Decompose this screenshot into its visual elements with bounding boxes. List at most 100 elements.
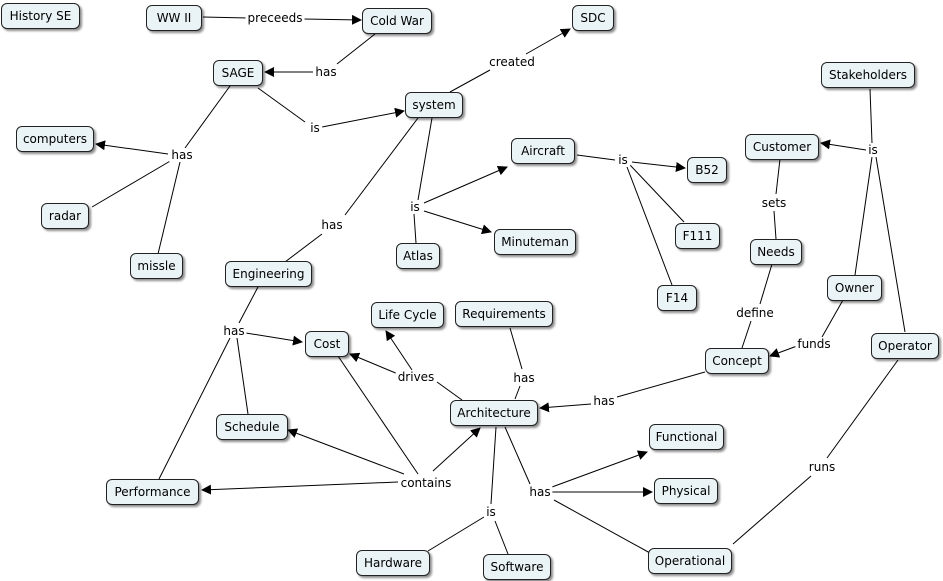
link-line xyxy=(158,337,231,480)
link-label-arch-has: has xyxy=(527,485,553,499)
node-cold-war[interactable]: Cold War xyxy=(362,8,432,34)
link-line xyxy=(245,332,303,346)
link-line xyxy=(238,286,259,324)
link-label-created: created xyxy=(487,55,537,69)
node-f111[interactable]: F111 xyxy=(675,223,720,249)
node-architecture[interactable]: Architecture xyxy=(450,400,538,426)
link-line xyxy=(423,165,508,204)
link-line xyxy=(349,352,399,375)
link-line xyxy=(494,520,509,555)
node-b52[interactable]: B52 xyxy=(687,157,727,183)
link-line xyxy=(504,426,531,485)
link-line xyxy=(436,381,463,401)
link-line xyxy=(184,85,231,149)
node-life-cycle[interactable]: Life Cycle xyxy=(371,302,444,328)
node-physical[interactable]: Physical xyxy=(654,478,718,504)
link-line xyxy=(820,139,867,151)
link-line xyxy=(449,69,491,93)
node-engineering[interactable]: Engineering xyxy=(225,261,312,287)
link-line xyxy=(553,499,651,554)
link-line xyxy=(417,117,433,201)
link-line xyxy=(423,210,492,235)
link-line xyxy=(525,28,571,55)
link-line xyxy=(91,159,173,208)
node-hardware[interactable]: Hardware xyxy=(356,550,430,576)
link-line xyxy=(257,87,306,123)
link-label-stakeholders-is: is xyxy=(866,143,880,157)
link-label-sage-has-parts: has xyxy=(169,148,195,162)
link-line xyxy=(869,88,873,144)
link-line xyxy=(576,154,616,161)
link-line xyxy=(539,402,592,413)
link-label-concept-has: has xyxy=(591,394,617,408)
node-system[interactable]: system xyxy=(405,92,463,118)
node-operational[interactable]: Operational xyxy=(648,548,732,574)
node-schedule[interactable]: Schedule xyxy=(216,414,288,440)
node-owner[interactable]: Owner xyxy=(827,275,882,301)
node-stakeholders[interactable]: Stakeholders xyxy=(821,62,915,88)
link-line xyxy=(769,345,798,358)
node-radar[interactable]: radar xyxy=(41,203,89,229)
link-line xyxy=(337,355,419,475)
node-minuteman[interactable]: Minuteman xyxy=(494,229,576,255)
link-line xyxy=(514,385,521,400)
link-line xyxy=(321,107,405,128)
link-label-runs: runs xyxy=(806,460,838,474)
link-line xyxy=(201,481,399,495)
node-operator[interactable]: Operator xyxy=(871,333,939,359)
link-line xyxy=(854,156,873,276)
link-line xyxy=(287,428,405,475)
link-line xyxy=(631,161,686,172)
link-label-drives: drives xyxy=(395,370,437,384)
node-computers[interactable]: computers xyxy=(16,126,94,152)
node-sage[interactable]: SAGE xyxy=(213,60,263,86)
node-history-se[interactable]: History SE xyxy=(1,3,80,29)
link-label-define: define xyxy=(734,306,776,320)
link-line xyxy=(616,371,706,398)
link-line xyxy=(344,117,419,216)
link-label-sets: sets xyxy=(759,196,789,210)
link-line xyxy=(875,156,906,333)
link-line xyxy=(741,320,752,349)
node-needs[interactable]: Needs xyxy=(750,239,802,265)
node-requirements[interactable]: Requirements xyxy=(455,301,553,327)
node-missle[interactable]: missle xyxy=(130,253,183,279)
node-functional[interactable]: Functional xyxy=(649,424,724,450)
link-line xyxy=(775,158,781,195)
node-f14[interactable]: F14 xyxy=(657,285,697,311)
node-ww2[interactable]: WW II xyxy=(146,5,202,31)
link-line xyxy=(821,299,844,338)
link-line xyxy=(732,475,812,545)
link-label-req-has: has xyxy=(511,371,537,385)
link-line xyxy=(629,164,685,223)
link-label-arch-is: is xyxy=(484,505,498,519)
link-line xyxy=(284,233,323,263)
link-line xyxy=(385,330,413,371)
node-aircraft[interactable]: Aircraft xyxy=(511,138,575,164)
link-label-system-is: is xyxy=(408,200,422,214)
node-software[interactable]: Software xyxy=(483,554,551,580)
node-customer[interactable]: Customer xyxy=(745,134,819,160)
link-line xyxy=(432,427,481,472)
link-line xyxy=(236,337,249,415)
node-cost[interactable]: Cost xyxy=(305,331,349,357)
link-label-sage-has: has xyxy=(313,65,339,79)
link-line xyxy=(773,210,777,240)
node-performance[interactable]: Performance xyxy=(106,479,199,505)
node-concept[interactable]: Concept xyxy=(705,348,769,374)
link-label-sage-is: is xyxy=(308,121,322,135)
link-line xyxy=(509,327,523,370)
node-sdc[interactable]: SDC xyxy=(572,5,614,31)
link-line xyxy=(302,14,362,25)
link-line xyxy=(759,263,773,305)
link-line xyxy=(427,516,485,552)
node-atlas[interactable]: Atlas xyxy=(396,243,440,269)
link-label-preceeds: preceeds xyxy=(245,11,305,25)
link-line xyxy=(157,161,181,255)
link-line xyxy=(490,426,497,505)
link-line xyxy=(202,16,249,19)
link-line xyxy=(336,33,376,65)
link-line xyxy=(551,450,648,488)
link-label-contains: contains xyxy=(398,476,454,490)
